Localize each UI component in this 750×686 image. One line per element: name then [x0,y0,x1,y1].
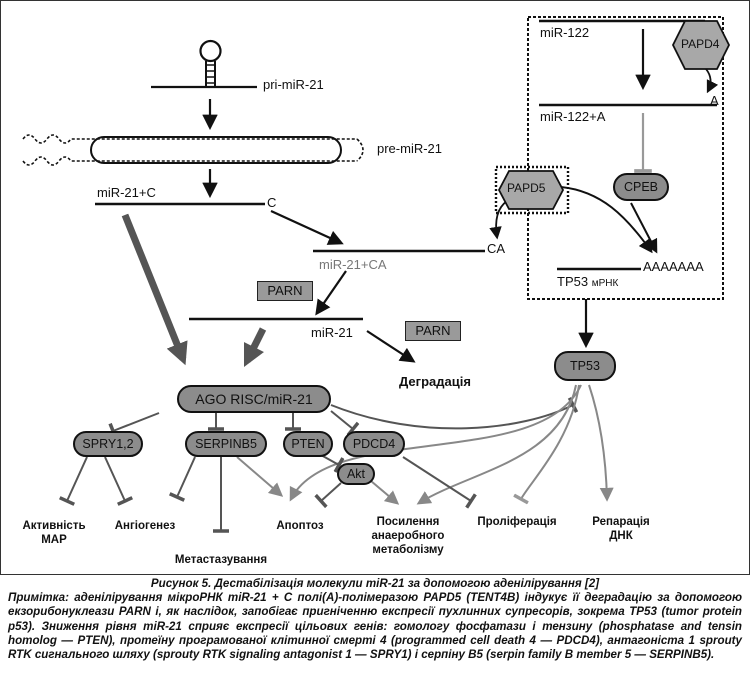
cpeb-node: CPEB [613,173,669,201]
inhibit-ago-tp53 [330,397,579,430]
pre-mir21-duplex [22,134,364,166]
inhibit-akt-apoptosis [314,482,342,509]
c-end-label: C [267,195,277,210]
arrow-cpeb-to-polya [630,202,658,254]
degradation-label: Деградація [399,374,471,389]
polya-label: AAAAAAA [643,259,704,274]
serpinb5-node: SERPINB5 [185,431,267,457]
tp53-mrna-label: TP53 мРНК [557,274,619,289]
pre-mir21-label: pre-miR-21 [377,141,443,156]
caption-note: Примітка: аденілірування мікроРНК miR-21… [8,591,742,662]
pathway-diagram: pri-miR-21 pre-miR-21 miR-21+C C miR-21+… [0,0,750,575]
arrow-serpinb5-apoptosis [236,456,284,497]
ago-risc-node: AGO RISC/miR-21 [177,385,331,413]
arrow-papd4-to-a [705,68,719,94]
parn-box-top: PARN [257,281,313,301]
inhibit-spry-angiogenesis [104,456,134,506]
inhibit-pdcd4-proliferation [402,456,477,509]
pdcd4-node: PDCD4 [343,431,405,457]
inhibit-ago-pdcd4 [330,410,360,437]
papd5-hexagon [497,170,565,210]
pathway-graphics [22,16,731,533]
mir21-label: miR-21 [311,325,353,340]
a-end-label: A [710,93,719,108]
papd5-dashed-frame [494,165,570,215]
arrow-papd5-to-polya [560,186,653,254]
pri-mir21-label: pri-miR-21 [263,77,324,92]
inhibit-tp53-proliferation [513,384,580,505]
arrow-to-degradation [366,330,416,363]
spry-node: SPRY1,2 [73,431,143,457]
outcome-angiogenesis: Ангіогенез [114,520,176,532]
arrow-tp53-apoptosis [289,384,582,502]
arrow-c-to-ca [270,209,344,245]
mir122-label: miR-122 [540,25,590,40]
mir21-ca-label: miR-21+CA [319,257,387,272]
inhibit-ago-spry [108,412,160,440]
arrow-tp53-repair [588,384,614,502]
outcome-apoptosis: Апоптоз [276,520,324,532]
mir122-dashed-box [527,16,724,300]
big-arrow-c-to-ago [121,213,188,366]
outcome-proliferation: Проліферація [477,516,557,528]
arrow-papd5-to-ca [489,200,508,240]
papd5-label: PAPD5 [507,181,546,195]
papd4-label: PAPD4 [681,37,720,51]
parn-box-right: PARN [405,321,461,341]
ca-end-label: CA [487,241,506,256]
mir122-a-label: miR-122+A [540,109,606,124]
akt-node: Akt [337,463,375,485]
big-arrow-mir21-to-ago [243,327,267,368]
arrow-tp53-anaerobic [416,384,577,505]
outcome-metastasis: Метастазування [174,554,268,566]
inhibit-pten-akt [320,454,345,473]
figure-caption: Рисунок 5. Дестабілізація молекули miR-2… [8,577,742,662]
tp53-node: TP53 [554,351,616,381]
mir21-c-label: miR-21+C [97,185,156,200]
arrow-akt-anaerobic [370,480,400,505]
caption-title: Рисунок 5. Дестабілізація молекули miR-2… [150,577,600,590]
inhibit-serpinb5-angiogenesis [168,456,196,502]
pten-node: PTEN [283,431,333,457]
inhibit-spry-map [58,456,88,506]
arrow-ca-to-mir21 [315,270,347,316]
pri-mir21-hairpin [151,39,257,89]
papd4-hexagon [671,20,731,70]
